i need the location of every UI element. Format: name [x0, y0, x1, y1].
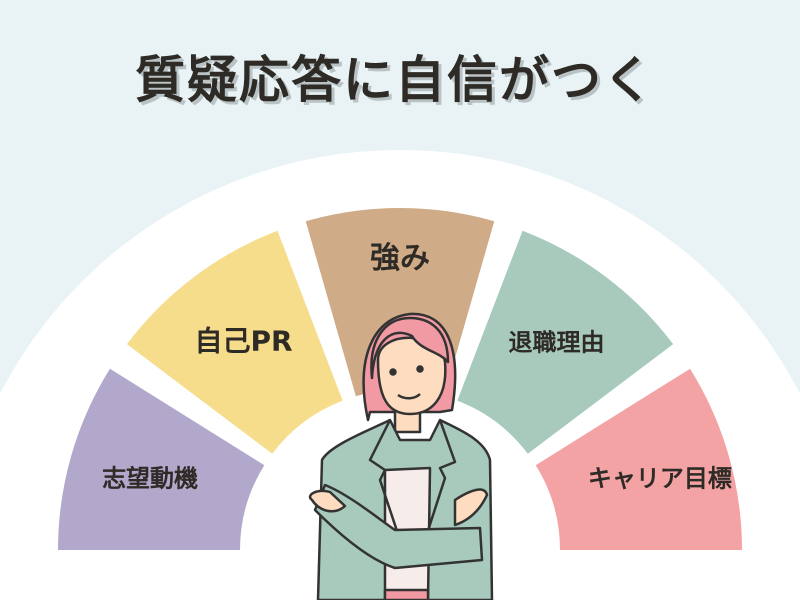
person-illustration	[308, 312, 494, 600]
segment-label: 志望動機	[102, 464, 198, 492]
segment-2	[126, 230, 343, 454]
segment-label: キャリア目標	[588, 464, 732, 492]
segment-label: 自己PR	[194, 324, 292, 357]
segment-4	[457, 230, 674, 454]
segment-5	[535, 368, 742, 550]
segment-label: 退職理由	[508, 328, 604, 356]
page-title: 質疑応答に自信がつく	[135, 51, 655, 109]
segment-1	[58, 368, 265, 550]
segment-label: 強み	[370, 241, 430, 276]
